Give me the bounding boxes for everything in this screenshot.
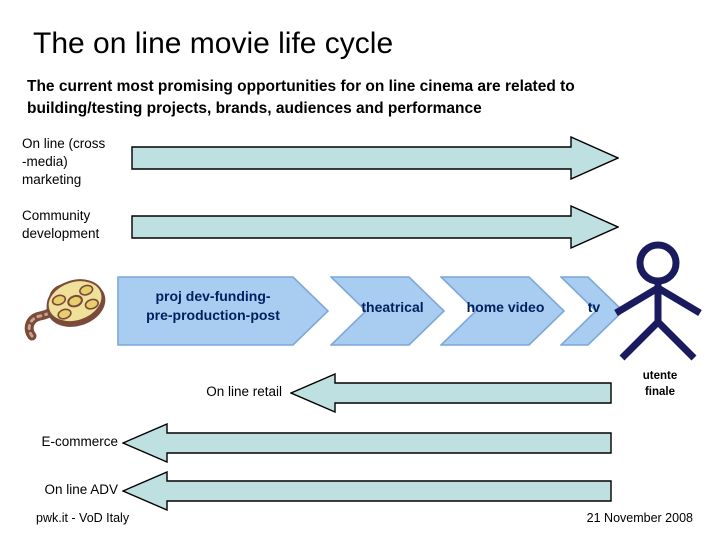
arrow-e-commerce <box>122 423 612 463</box>
label-online-adv: On line ADV <box>44 482 118 497</box>
arrow-online-retail <box>290 373 612 413</box>
footer-source: pwk.it - VoD Italy <box>36 511 130 525</box>
process-stage-theatrical[interactable] <box>330 276 445 346</box>
film-reel-icon <box>24 279 106 341</box>
arrow-online-cross-media-marketing <box>131 136 619 180</box>
process-stage-production[interactable] <box>117 276 329 346</box>
label-e-commerce: E-commerce <box>41 434 118 449</box>
arrow-community-development <box>131 205 619 249</box>
slide-subtitle: The current most promising opportunities… <box>27 78 575 117</box>
label-online-retail: On line retail <box>206 384 282 399</box>
label-community-development: Community development <box>22 208 100 241</box>
process-stage-tv[interactable] <box>560 276 624 346</box>
arrow-online-adv <box>122 471 612 511</box>
process-stage-home-video[interactable] <box>440 276 565 346</box>
label-online-cross-media-marketing: On line (cross -media) marketing <box>22 136 106 187</box>
end-user-label: utente finale <box>642 370 678 398</box>
footer-date: 21 November 2008 <box>586 511 693 525</box>
page-title: The on line movie life cycle <box>33 27 394 60</box>
stick-figure-icon <box>614 241 702 361</box>
